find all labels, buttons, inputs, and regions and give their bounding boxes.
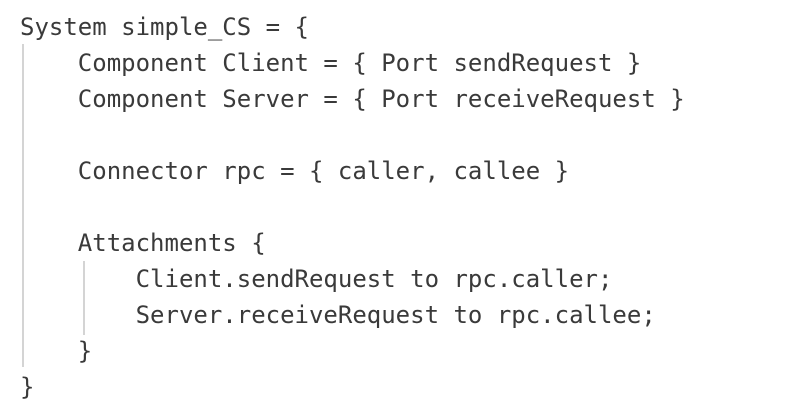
code-line: Client.sendRequest to rpc.caller; [135, 265, 613, 293]
code-line: } [20, 373, 35, 401]
code-line: Attachments { [77, 229, 266, 257]
code-line: Connector rpc = { caller, callee } [77, 157, 570, 185]
code-line-blank [20, 117, 794, 153]
code-line: Component Client = { Port sendRequest } [77, 49, 642, 77]
code-line-blank [20, 189, 794, 225]
code-line: Server.receiveRequest to rpc.callee; [135, 301, 656, 329]
code-line: System simple_CS = { [20, 13, 309, 41]
code-line: } [77, 337, 93, 365]
indent-guide [83, 261, 85, 335]
indent-guide [22, 44, 24, 367]
code-line: Component Server = { Port receiveRequest… [77, 85, 685, 113]
